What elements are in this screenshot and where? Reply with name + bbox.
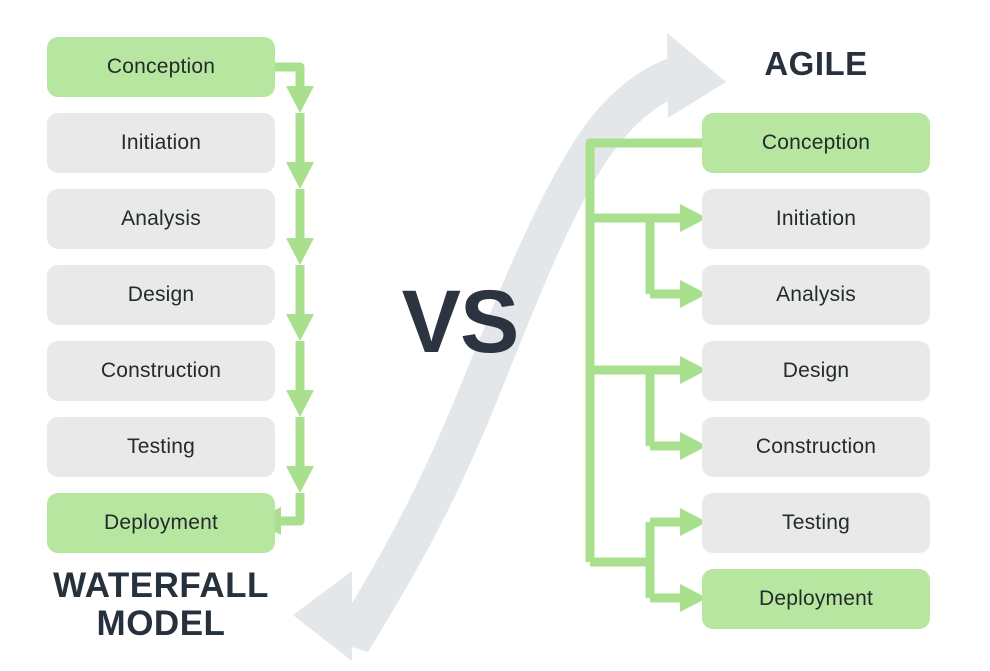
agile-stage-label: Testing [782,511,850,534]
waterfall-stage-label: Deployment [103,511,219,534]
waterfall-stage-label: Construction [100,359,222,382]
waterfall-stage-label: Analysis [121,207,201,230]
agile-stage-design[interactable]: Design [702,341,930,401]
agile-stage-label: Construction [755,435,877,458]
agile-stage-deployment[interactable]: Deployment [702,569,930,629]
waterfall-title: WATERFALL MODEL [0,567,322,643]
agile-title: AGILE [764,45,868,82]
agile-stage-initiation[interactable]: Initiation [702,189,930,249]
agile-stage-label: Initiation [775,207,857,230]
agile-stage-label: Analysis [776,283,856,306]
right-arrow-icon [680,204,707,612]
agile-stage-construction[interactable]: Construction [702,417,930,477]
agile-stage-label: Conception [761,131,871,154]
agile-stage-label: Design [782,359,850,382]
waterfall-stage-deployment[interactable]: Deployment [47,493,275,553]
waterfall-stage-construction[interactable]: Construction [47,341,275,401]
waterfall-stage-label: Design [127,283,195,306]
versus-label: VS [401,271,520,371]
agile-stage-label: Deployment [758,587,874,610]
waterfall-title-line-2: MODEL [96,603,226,643]
waterfall-stage-design[interactable]: Design [47,265,275,325]
waterfall-stage-label: Conception [106,55,216,78]
agile-stage-analysis[interactable]: Analysis [702,265,930,325]
waterfall-stage-analysis[interactable]: Analysis [47,189,275,249]
agile-stage-conception[interactable]: Conception [702,113,930,173]
waterfall-stage-conception[interactable]: Conception [47,37,275,97]
waterfall-stage-initiation[interactable]: Initiation [47,113,275,173]
waterfall-stage-label: Initiation [120,131,202,154]
agile-stage-testing[interactable]: Testing [702,493,930,553]
waterfall-title-line-1: WATERFALL [53,566,269,605]
waterfall-stage-testing[interactable]: Testing [47,417,275,477]
waterfall-stage-label: Testing [127,435,195,458]
